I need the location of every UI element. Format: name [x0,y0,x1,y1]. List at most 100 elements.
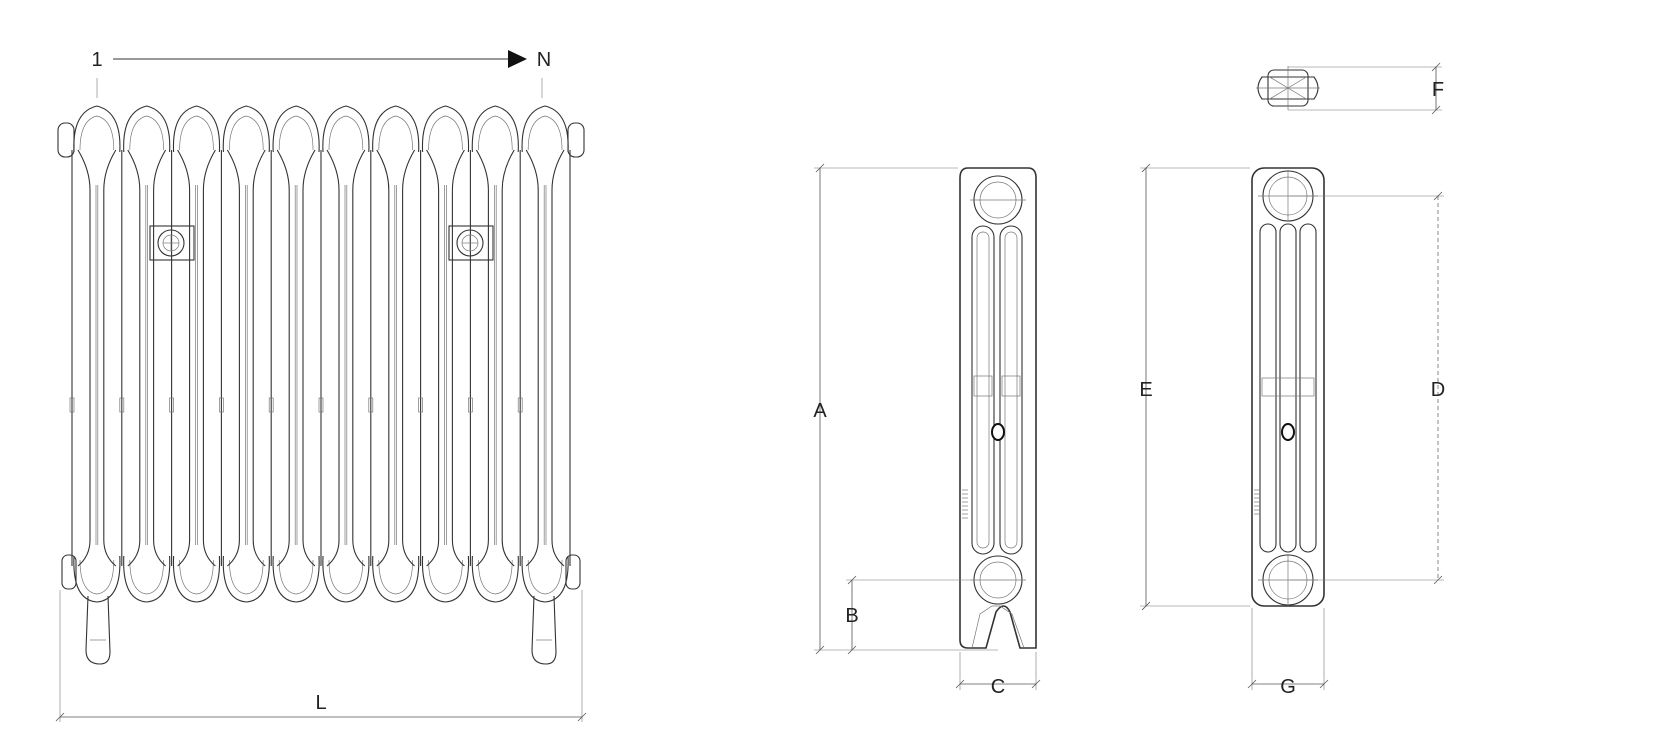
section-end-label: N [537,49,551,71]
radiator-section [219,105,270,603]
section-tube-left [376,149,390,567]
section-bottom-inner [229,559,264,595]
section-tube-left [426,149,440,567]
dimension-g [1247,608,1329,690]
section-top-header [123,105,171,153]
dimension-l-label: L [315,692,326,714]
section-bottom-header [73,555,121,603]
section-bottom-inner [428,559,463,595]
valve-plates [149,225,494,261]
end-caps [57,122,585,590]
dimension-e-label: E [1139,379,1152,401]
section-tube-right [501,149,515,567]
valve-plate-left [149,225,195,261]
front-view: 1 N [55,49,587,722]
side-view: A B C [813,163,1041,698]
section-top-header [73,105,121,153]
section-top-inner [378,115,413,151]
section-top-inner [428,115,463,151]
section-bottom-header [421,555,470,603]
section-top-header [421,105,470,153]
radiator-sections [69,105,571,603]
section-nipple [219,397,224,413]
dimension-d-label: D [1431,379,1445,401]
section-top-inner [79,115,115,151]
dimension-a [814,163,998,655]
section-bottom-header [372,555,420,603]
section-tube-right [451,149,465,567]
section-top-header [172,105,221,153]
valve-plate-right [448,225,494,261]
section-top-inner [179,115,214,151]
dimension-b-label: B [845,605,858,627]
dimension-f [1288,62,1442,115]
section-tube-left [177,149,191,567]
section-bottom-inner [527,559,563,595]
section-tube-right [352,149,366,567]
section-start-label: 1 [91,49,102,71]
section-tube-left [226,149,240,567]
section-tube-left [127,149,141,567]
dimension-b [846,575,970,655]
section-tube-right [103,149,117,567]
dimension-l [55,590,587,722]
radiator-section [517,105,569,603]
section-bottom-inner [378,559,413,595]
dimension-a-label: A [813,400,827,422]
radiator-section [418,105,470,603]
section-nipple [418,397,423,413]
section-tube-left [77,149,91,567]
side-view-body [959,167,1037,649]
dimension-c [955,652,1041,690]
section-bottom-header [123,555,171,603]
section-top-inner [278,115,314,151]
radiator-section [268,105,320,603]
section-tube-right [153,149,167,567]
section-bottom-inner [79,559,115,595]
section-bottom-header [172,555,221,603]
section-tube-right [202,149,216,567]
section-bottom-inner [179,559,214,595]
dimension-f-label: F [1432,79,1444,101]
section-bottom-header [521,555,569,603]
section-top-header [521,105,569,153]
section-tube-right [551,149,565,567]
dimension-g-label: G [1280,676,1296,698]
section-tube-right [252,149,266,567]
section-count-arrow [96,50,543,98]
section-top-inner [328,115,364,151]
radiator-section [69,105,121,603]
section-tube-right [402,149,416,567]
section-tube-left [326,149,340,567]
section-top-header [372,105,420,153]
section-top-inner [229,115,264,151]
top-view-connector [1256,66,1320,110]
section-bottom-inner [278,559,314,595]
radiator-section [169,105,221,603]
radiator-section [368,105,420,603]
radiator-section [318,105,370,603]
radiator-section [119,105,171,603]
section-top-header [322,105,370,153]
radiator-section [468,105,519,603]
section-tube-left [525,149,539,567]
dimension-e [1140,163,1250,611]
section-grip-ribs [1254,489,1260,515]
section-nipple [169,397,174,413]
section-tube-left [276,149,290,567]
section-nipple [268,397,274,413]
section-top-inner [478,115,513,151]
section-bottom-inner [328,559,364,595]
section-top-header [272,105,320,153]
section-bottom-header [322,555,370,603]
section-top-inner [527,115,563,151]
feet [85,595,557,665]
section-bottom-header [222,555,270,603]
side-grip-ribs [962,489,968,519]
section-nipple [69,397,75,413]
section-tube-left [475,149,489,567]
section-nipple [368,397,374,413]
section-top-inner [129,115,164,151]
section-view-body [1251,167,1325,607]
